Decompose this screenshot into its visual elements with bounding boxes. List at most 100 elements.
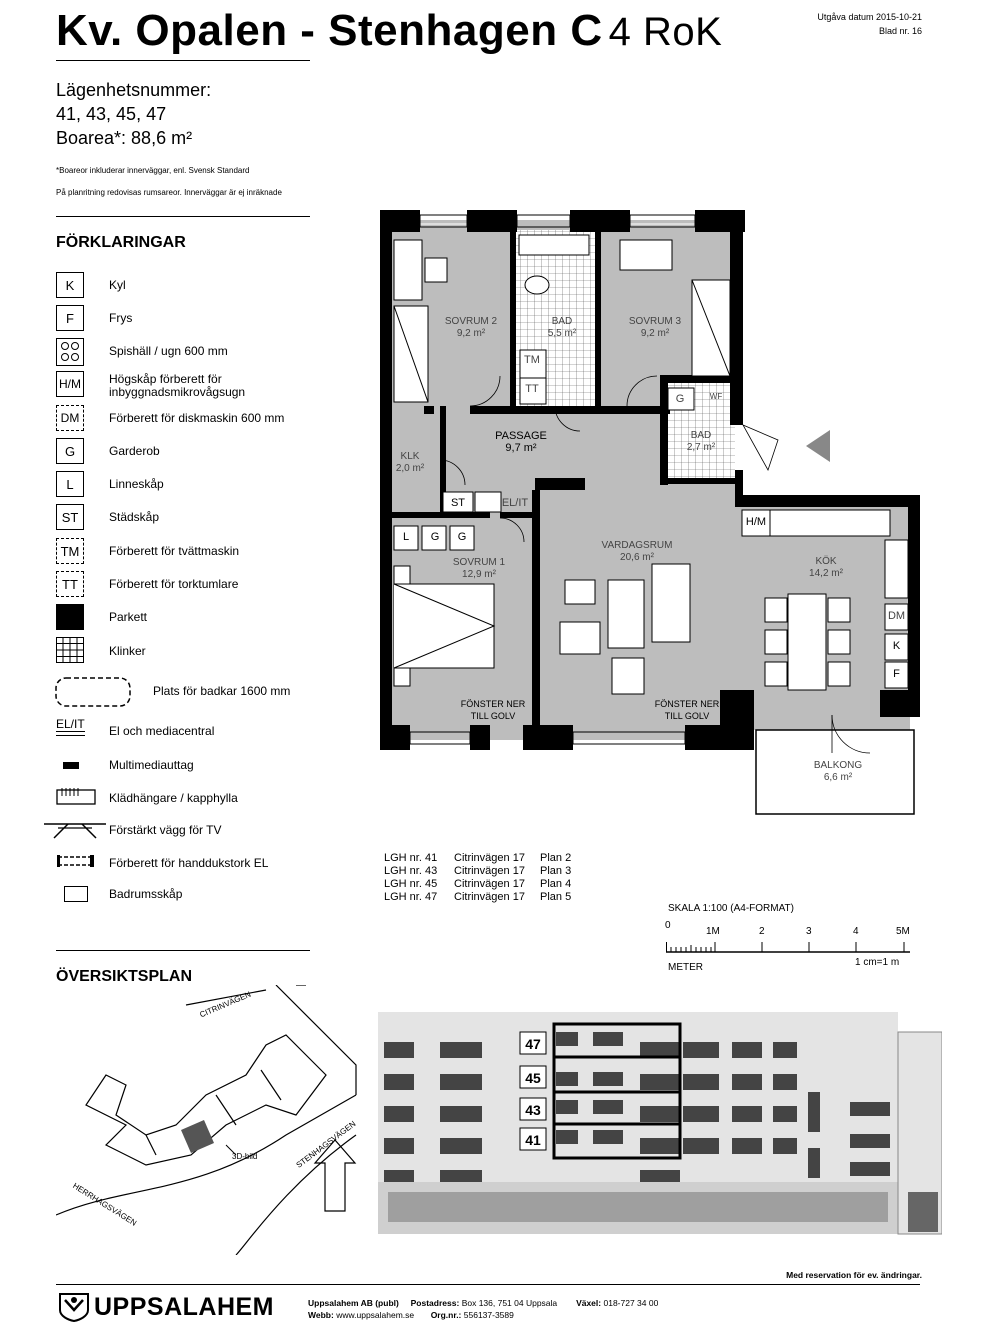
- legend-symbol-f: F: [56, 305, 84, 331]
- org-number: 556137-3589: [463, 1310, 514, 1320]
- apt-plan: Plan 3: [540, 865, 572, 877]
- code-wf: WF: [709, 392, 723, 401]
- elit-symbol-text: EL/IT: [56, 717, 85, 732]
- plan-note: På planritning redovisas rumsareor. Inne…: [56, 188, 282, 197]
- legend-symbol-dm: DM: [56, 405, 84, 431]
- scale-tick-0: 0: [665, 920, 671, 931]
- apt-street: Citrinvägen 17: [454, 891, 525, 903]
- room-name: BAD: [690, 430, 712, 441]
- divider: [56, 950, 310, 951]
- issue-date: Utgåva datum 2015-10-21: [817, 12, 922, 22]
- title-underline: [56, 60, 310, 61]
- legend-text: Städskåp: [109, 510, 160, 524]
- window-note-line: FÖNSTER NER: [460, 699, 526, 709]
- footer-line-2: Webb: www.uppsalahem.se Org.nr.: 556137-…: [308, 1309, 658, 1321]
- code-f: F: [893, 668, 900, 680]
- code-g2: G: [430, 531, 440, 543]
- legend-symbol-hm: H/M: [56, 371, 84, 397]
- org-label: Org.nr.:: [430, 1310, 462, 1320]
- legend-text: Garderob: [109, 444, 160, 458]
- room-area: 2,7 m²: [686, 442, 716, 453]
- legend-text: Förberett för tvättmaskin: [109, 544, 240, 558]
- room-name: SOVRUM 3: [628, 316, 682, 327]
- code-elit: EL/IT: [501, 497, 529, 509]
- room-area: 9,7 m²: [505, 442, 537, 454]
- legend-text: Linneskåp: [109, 477, 164, 491]
- window-note-line: FÖNSTER NER: [654, 699, 720, 709]
- overview-map: [55, 984, 376, 1260]
- elit-symbol: EL/IT: [56, 718, 85, 736]
- room-area: 9,2 m²: [640, 328, 670, 339]
- tile-swatch-icon: [56, 637, 84, 668]
- legend-symbol-k: K: [56, 272, 84, 298]
- floor-plan: [380, 210, 920, 825]
- scale-unit: METER: [668, 962, 703, 973]
- code-tm: TM: [524, 354, 540, 366]
- apt-lgh: LGH nr. 43: [384, 865, 438, 877]
- scale-tick-2: 2: [759, 926, 765, 937]
- apt-numbers: 41, 43, 45, 47: [56, 104, 167, 124]
- legend-text: Parkett: [109, 610, 148, 624]
- room-area: 20,6 m²: [620, 552, 654, 563]
- legend-symbol-tt: TT: [56, 571, 84, 597]
- legend-text: Förstärkt vägg för TV: [109, 823, 222, 837]
- code-tt: TT: [525, 383, 539, 395]
- bathroom-cabinet-icon: [64, 886, 88, 902]
- code-hm: H/M: [745, 516, 767, 528]
- room-name: VARDAGSRUM: [601, 540, 673, 551]
- legend-text: Högskåp förberett för inbyggnadsmikrovåg…: [109, 372, 246, 399]
- web-link[interactable]: www.uppsalahem.se: [336, 1310, 415, 1320]
- legend-text: Plats för badkar 1600 mm: [153, 684, 291, 698]
- company-name: Uppsalahem AB (publ): [308, 1298, 399, 1308]
- legend-text: Förberett för diskmaskin 600 mm: [109, 411, 285, 425]
- room-name: KÖK: [815, 556, 837, 567]
- issue-meta: Utgåva datum 2015-10-21 Blad nr. 16: [817, 10, 922, 38]
- scale-bar-icon: [666, 940, 912, 959]
- address: Box 136, 751 04 Uppsala: [461, 1298, 558, 1308]
- legend-text: Frys: [109, 311, 133, 325]
- phone-label: Växel:: [576, 1298, 602, 1308]
- media-outlet-icon: [63, 762, 79, 769]
- room-name: KLK: [400, 451, 420, 462]
- scale-ratio: 1 cm=1 m: [855, 957, 900, 968]
- legend-text: Förberett för torktumlare: [109, 577, 239, 591]
- room-name: SOVRUM 2: [444, 316, 498, 327]
- apt-street: Citrinvägen 17: [454, 878, 525, 890]
- room-area: 2,0 m²: [395, 463, 425, 474]
- floor-label-45: 45: [525, 1070, 541, 1086]
- address-label: Postadress:: [410, 1298, 460, 1308]
- legend-text: Klädhängare / kapphylla: [109, 791, 238, 805]
- window-note-line: TILL GOLV: [470, 711, 516, 721]
- legend-text: Badrumsskåp: [109, 887, 183, 901]
- code-k: K: [892, 640, 901, 652]
- legend-text: Klinker: [109, 644, 146, 658]
- legend-heading: FÖRKLARINGAR: [56, 234, 186, 251]
- room-area: 5,5 m²: [547, 328, 577, 339]
- elit-underline: [56, 732, 85, 736]
- legend-symbol-tm: TM: [56, 538, 84, 564]
- scale-tick-1: 1M: [706, 926, 720, 937]
- room-name: PASSAGE: [495, 430, 547, 442]
- floor-label-43: 43: [525, 1102, 541, 1118]
- coat-rack-icon: [56, 786, 96, 811]
- sheet-number: Blad nr. 16: [878, 26, 922, 36]
- area-note: *Boareor inkluderar innerväggar, enl. Sv…: [56, 166, 250, 175]
- code-dm: DM: [887, 610, 906, 622]
- apt-plan: Plan 2: [540, 852, 572, 864]
- scale-tick-3: 3: [806, 926, 812, 937]
- divider: [56, 216, 310, 217]
- apt-lgh: LGH nr. 47: [384, 891, 438, 903]
- apt-street: Citrinvägen 17: [454, 852, 525, 864]
- legend-text: Förberett för handdukstork EL: [109, 856, 269, 870]
